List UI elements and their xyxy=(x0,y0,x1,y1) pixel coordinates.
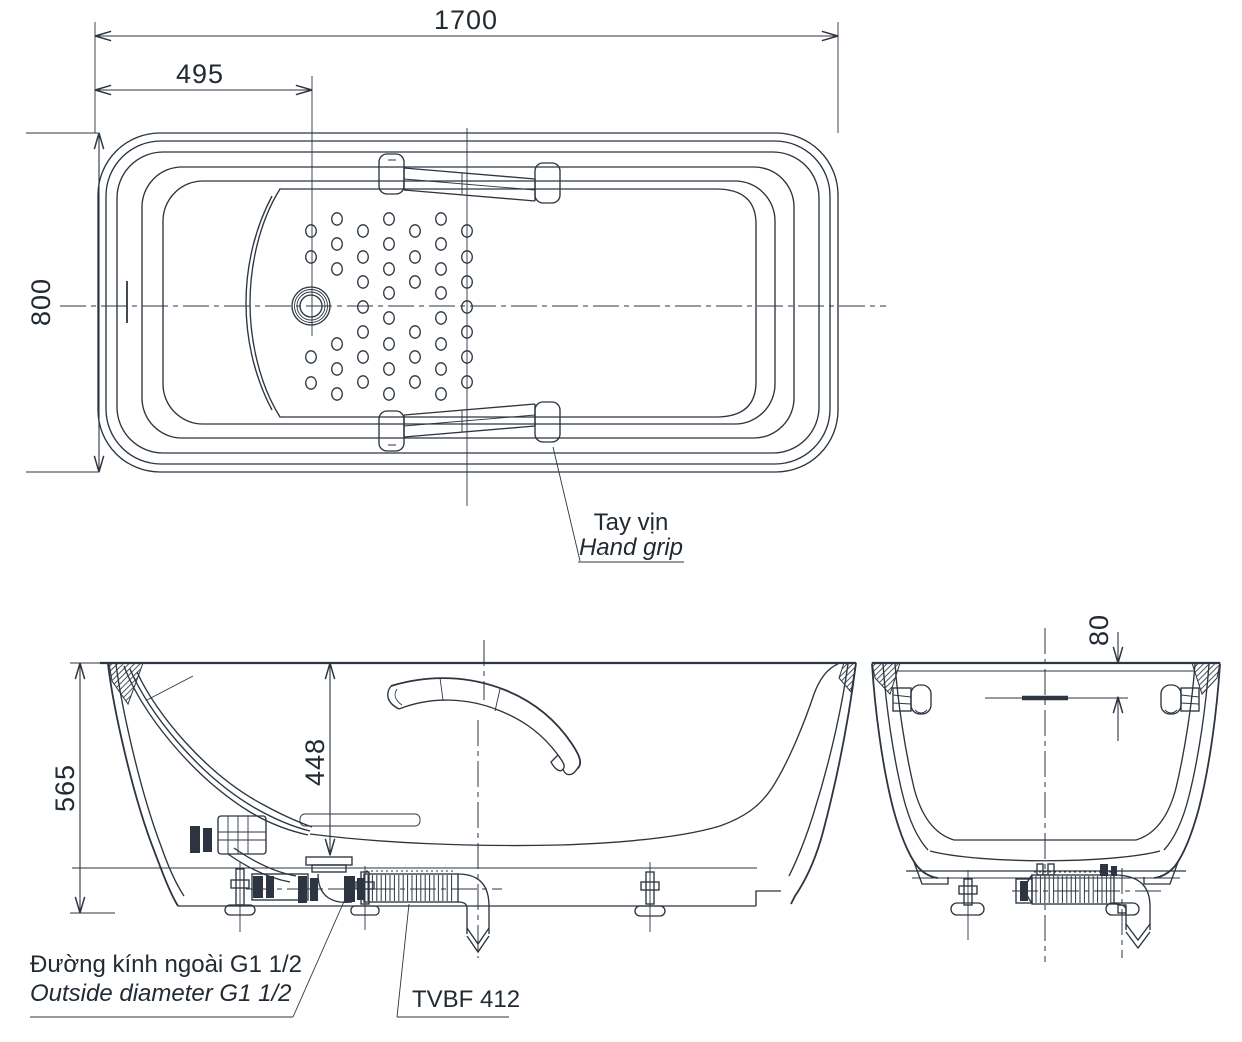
rim-section-hatch-left xyxy=(871,662,901,695)
dim-rim-to-drain: 448 xyxy=(300,663,330,855)
feet-side xyxy=(224,862,666,932)
end-tub-section xyxy=(871,628,1221,962)
outside-diameter-label-en: Outside diameter G1 1/2 xyxy=(30,980,291,1007)
model-label: TVBF 412 xyxy=(412,986,520,1013)
dim-overall-width: 800 xyxy=(26,133,99,472)
hand-grip-top xyxy=(378,153,561,204)
hand-grip-label-vi: Tay vịn xyxy=(594,509,669,536)
feet-end xyxy=(950,870,1140,940)
hand-grip-bottom xyxy=(378,401,561,452)
hand-grip-label-en: Hand grip xyxy=(579,534,683,561)
grip-mount-right xyxy=(1160,684,1200,715)
plan-view: 1700 495 800 xyxy=(26,5,886,563)
hand-grip-side-profile xyxy=(387,677,582,776)
tub-basin xyxy=(162,180,776,425)
dim-1700: 1700 xyxy=(434,5,498,35)
dim-800: 800 xyxy=(26,278,56,326)
dim-565: 565 xyxy=(50,764,80,812)
rim-section-hatch-right xyxy=(838,662,857,694)
side-view: 565 448 xyxy=(50,640,857,958)
dim-rim-to-overflow: 80 xyxy=(1084,614,1118,741)
outside-diameter-callout: Đường kính ngoài G1 1/2 Outside diameter… xyxy=(30,896,347,1018)
dim-495: 495 xyxy=(176,59,224,89)
end-view: 80 xyxy=(871,614,1221,962)
plan-centerlines xyxy=(60,128,886,506)
dim-overall-length: 1700 xyxy=(95,5,838,133)
tub-rim-outlines xyxy=(97,132,839,473)
rim-section-hatch-right xyxy=(1191,662,1221,695)
model-callout: TVBF 412 xyxy=(396,903,520,1018)
hand-grip-callout: Tay vịn Hand grip xyxy=(552,446,684,563)
dim-80: 80 xyxy=(1084,614,1114,646)
drain-plumbing-side xyxy=(190,720,502,958)
rim-section-hatch-left xyxy=(108,662,144,706)
outside-diameter-label-vi: Đường kính ngoài G1 1/2 xyxy=(30,951,302,978)
dim-overall-height: 565 xyxy=(50,663,115,913)
dim-448: 448 xyxy=(300,738,330,786)
grip-mount-left xyxy=(892,684,932,715)
dim-drain-offset: 495 xyxy=(95,59,312,336)
